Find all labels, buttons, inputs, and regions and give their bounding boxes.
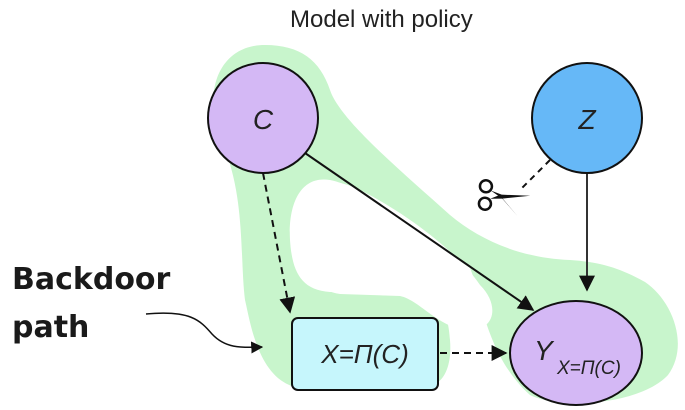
annotation-line-2: path (12, 310, 89, 345)
node-y-label: Y (534, 335, 555, 366)
scissors-icon (477, 179, 531, 217)
node-z-label: Z (577, 104, 596, 135)
node-c-circle (207, 62, 319, 174)
node-z[interactable]: Z (531, 62, 643, 174)
node-x[interactable]: X=Π(C) (291, 317, 439, 391)
annotation-line-1: Backdoor (12, 262, 171, 297)
highlight-gap (300, 181, 493, 330)
node-y-ellipse (509, 300, 643, 406)
node-x-label: X=Π(C) (320, 339, 408, 369)
edge-c-to-y (304, 152, 535, 311)
node-c-label: C (253, 104, 274, 135)
backdoor-annotation-arrow (145, 312, 264, 354)
node-y-subscript: X=Π(C) (556, 358, 621, 379)
node-x-box (291, 317, 439, 391)
edge-z-to-scissors (519, 159, 551, 191)
node-z-circle (531, 62, 643, 174)
node-y[interactable]: Y X=Π(C) (509, 300, 643, 406)
node-c[interactable]: C (207, 62, 319, 174)
diagram-title: Model with policy (290, 6, 473, 33)
